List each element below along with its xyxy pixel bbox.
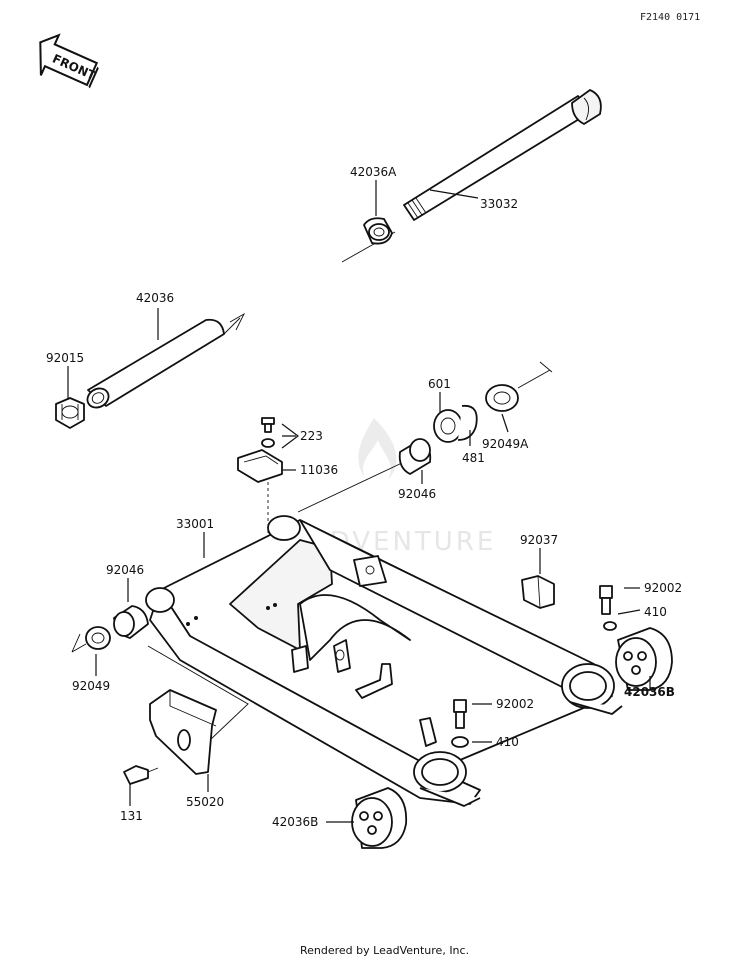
callout-42036a: 42036A	[350, 165, 397, 179]
callout-33001: 33001	[176, 517, 214, 531]
bolt-92002-lower	[451, 699, 469, 748]
bolt-92002-upper	[599, 585, 617, 631]
clip-92037	[521, 575, 555, 609]
callout-92002-lower: 92002	[496, 697, 534, 711]
callout-92046-lower: 92046	[106, 563, 144, 577]
rendered-by-footer: Rendered by LeadVenture, Inc.	[300, 944, 469, 957]
callout-55020: 55020	[186, 795, 224, 809]
sleeve-42036	[86, 312, 246, 409]
leader-lines	[67, 180, 651, 823]
bearing-group-right	[297, 361, 553, 513]
chain-slider-assembly	[237, 417, 283, 610]
callout-92002-upper: 92002	[644, 581, 682, 595]
callout-labels: 42036A 33032 42036 92015 601 223 11036 9…	[46, 165, 682, 829]
swingarm-33001	[145, 515, 623, 807]
callout-92015: 92015	[46, 351, 84, 365]
callout-92049: 92049	[72, 679, 110, 693]
front-arrow-icon: FRONT	[39, 33, 99, 89]
callout-601: 601	[428, 377, 451, 391]
callout-11036: 11036	[300, 463, 338, 477]
callout-410-upper: 410	[644, 605, 667, 619]
collar-42036a	[363, 217, 393, 245]
callout-33032: 33032	[480, 197, 518, 211]
bearing-group-left	[71, 605, 149, 653]
bushing-42036b-lower	[351, 787, 408, 849]
callout-92046-upper: 92046	[398, 487, 436, 501]
callout-410-lower: 410	[496, 735, 519, 749]
callout-42036b-lower: 42036B	[272, 815, 318, 829]
bushing-42036b-upper	[615, 627, 673, 691]
diagram-code: F2140 0171	[640, 12, 700, 23]
callout-42036b-upper: 42036B	[624, 685, 675, 699]
nut-92015	[55, 397, 85, 429]
callout-92049a: 92049A	[482, 437, 529, 451]
callout-92037: 92037	[520, 533, 558, 547]
callout-131: 131	[120, 809, 143, 823]
callout-481: 481	[462, 451, 485, 465]
chain-guide-55020	[123, 645, 249, 785]
callout-42036: 42036	[136, 291, 174, 305]
callout-223: 223	[300, 429, 323, 443]
